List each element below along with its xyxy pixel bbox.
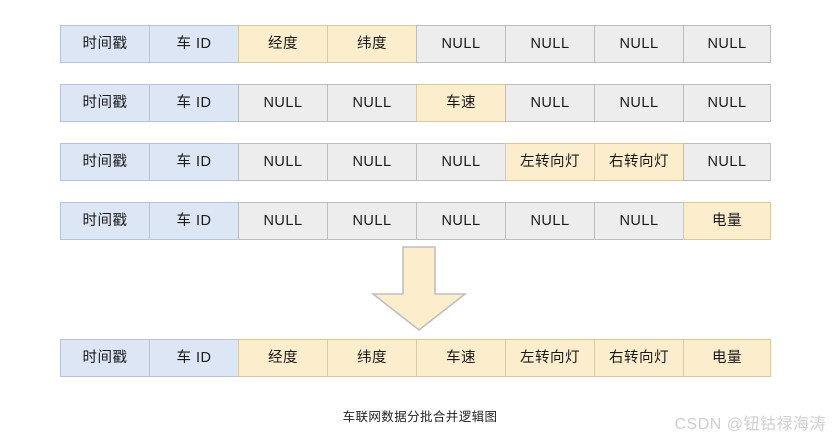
batch-row-3-cell-7: NULL (683, 143, 771, 181)
batch-row-4-cell-3: NULL (327, 202, 417, 240)
batch-row-2-cell-0: 时间戳 (60, 84, 150, 122)
batch-row-3-cell-4: NULL (416, 143, 506, 181)
batch-row-1-cell-7: NULL (683, 25, 771, 63)
batch-row-2-cell-1: 车 ID (149, 84, 239, 122)
merged-row-cell-5: 左转向灯 (505, 339, 595, 377)
batch-row-3-cell-6: 右转向灯 (594, 143, 684, 181)
batch-row-4-cell-4: NULL (416, 202, 506, 240)
batch-row-2-cell-5: NULL (505, 84, 595, 122)
batch-row-2-cell-7: NULL (683, 84, 771, 122)
arrow-down-icon (371, 246, 467, 332)
batch-row-2-cell-2: NULL (238, 84, 328, 122)
merged-row-cell-4: 车速 (416, 339, 506, 377)
batch-row-1-cell-2: 经度 (238, 25, 328, 63)
batch-row-4-cell-5: NULL (505, 202, 595, 240)
batch-row-3-cell-3: NULL (327, 143, 417, 181)
batch-row-1-cell-3: 纬度 (327, 25, 417, 63)
merged-row-cell-7: 电量 (683, 339, 771, 377)
batch-row-4-cell-2: NULL (238, 202, 328, 240)
batch-row-4-cell-1: 车 ID (149, 202, 239, 240)
merged-row-cell-2: 经度 (238, 339, 328, 377)
batch-row-4-cell-0: 时间戳 (60, 202, 150, 240)
batch-row-2-cell-6: NULL (594, 84, 684, 122)
batch-row-3-cell-2: NULL (238, 143, 328, 181)
batch-row-1-cell-4: NULL (416, 25, 506, 63)
batch-row-1-cell-5: NULL (505, 25, 595, 63)
batch-row-2-cell-4: 车速 (416, 84, 506, 122)
batch-row-4-cell-6: NULL (594, 202, 684, 240)
merged-row-cell-3: 纬度 (327, 339, 417, 377)
batch-row-1-cell-1: 车 ID (149, 25, 239, 63)
watermark: CSDN @钮钴禄海涛 (674, 416, 826, 433)
batch-row-3-cell-5: 左转向灯 (505, 143, 595, 181)
batch-row-4-cell-7: 电量 (683, 202, 771, 240)
batch-row-1-cell-0: 时间戳 (60, 25, 150, 63)
batch-row-2-cell-3: NULL (327, 84, 417, 122)
merge-down-arrow (371, 246, 467, 332)
batch-row-3-cell-0: 时间戳 (60, 143, 150, 181)
merged-row-cell-0: 时间戳 (60, 339, 150, 377)
batch-row-3-cell-1: 车 ID (149, 143, 239, 181)
diagram-caption: 车联网数据分批合并逻辑图 (342, 410, 498, 424)
merged-row-cell-6: 右转向灯 (594, 339, 684, 377)
batch-row-1-cell-6: NULL (594, 25, 684, 63)
merged-row-cell-1: 车 ID (149, 339, 239, 377)
